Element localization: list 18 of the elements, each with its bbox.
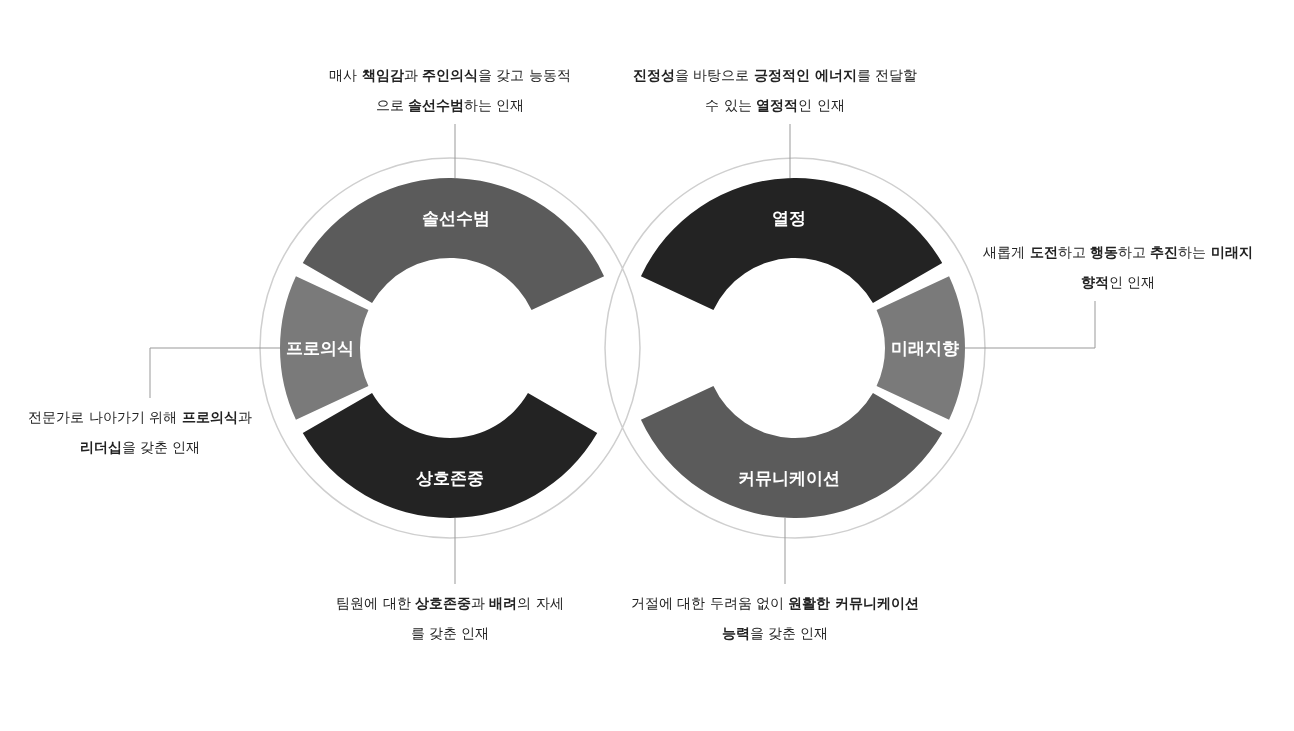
leader-line [454,517,456,585]
leader-line [149,347,281,399]
leader-line [784,517,786,585]
segment-label: 상호존중 [416,466,484,490]
segment-label: 솔선수범 [421,206,490,230]
segment-label: 커뮤니케이션 [738,466,841,490]
description-text: 매사 책임감과 주인의식을 갖고 능동적으로 솔선수범하는 인재 [328,66,572,115]
description-text: 팀원에 대한 상호존중과 배려의 자세를 갖춘 인재 [335,594,565,643]
description-text: 진정성을 바탕으로 긍정적인 에너지를 전달할 수 있는 열정적인 인재 [631,66,919,115]
description-text: 거절에 대한 두려움 없이 원활한 커뮤니케이션 능력을 갖춘 인재 [630,594,920,643]
segment-label: 프로의식 [286,336,354,360]
description-text: 새롭게 도전하고 행동하고 추진하는 미래지향적인 인재 [983,243,1253,292]
segment-label: 미래지향 [891,336,959,360]
description-text: 전문가로 나아가기 위해 프로의식과 리더십을 갖춘 인재 [27,408,253,457]
segment-label: 열정 [772,206,807,230]
leader-line [454,123,456,179]
leader-line [964,300,1096,349]
leader-line [789,123,791,179]
